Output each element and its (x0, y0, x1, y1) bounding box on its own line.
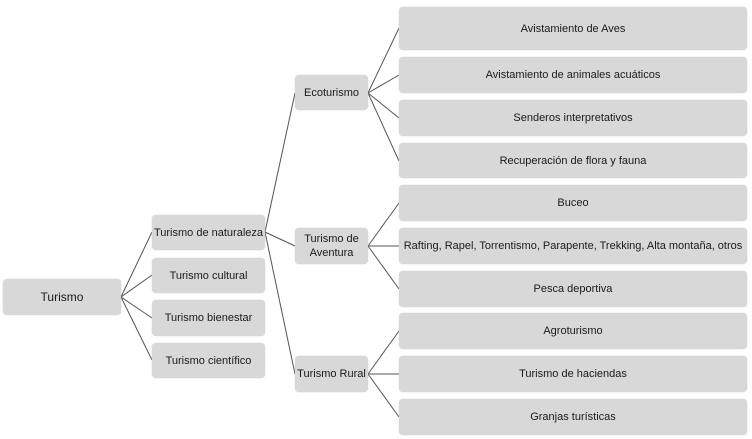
node-rafting: Rafting, Rapel, Torrentismo, Parapente, … (399, 228, 747, 264)
node-turismo-bienestar: Turismo bienestar (152, 300, 265, 336)
connector-line (264, 92, 296, 233)
node-turismo-cultural: Turismo cultural (152, 258, 265, 293)
connector-line (367, 202, 400, 247)
node-turismo-rural: Turismo Rural (295, 356, 368, 392)
node-turismo-cientifico: Turismo científico (152, 343, 265, 378)
node-turismo: Turismo (3, 279, 121, 315)
connector-line (120, 296, 153, 361)
connector-line (264, 231, 296, 247)
connector-line (367, 92, 400, 119)
connector-line (367, 27, 400, 94)
node-pesca: Pesca deportiva (399, 271, 747, 307)
connector-line (367, 373, 400, 418)
connector-line (264, 231, 296, 375)
connector-line (120, 231, 153, 298)
node-ecoturismo: Ecoturismo (295, 75, 368, 110)
connector-line (120, 296, 153, 319)
node-avistamiento-acuaticos: Avistamiento de animales acuáticos (399, 57, 747, 93)
node-agroturismo: Agroturismo (399, 313, 747, 349)
node-buceo: Buceo (399, 185, 747, 221)
connector-line (367, 74, 400, 94)
node-senderos: Senderos interpretativos (399, 100, 747, 136)
connector-line (367, 245, 400, 290)
node-recuperacion: Recuperación de flora y fauna (399, 143, 747, 178)
node-haciendas: Turismo de haciendas (399, 356, 747, 392)
connector-line (367, 92, 400, 162)
node-turismo-aventura: Turismo de Aventura (295, 228, 368, 264)
node-granjas: Granjas turísticas (399, 399, 747, 435)
connector-line (120, 274, 153, 298)
connector-line (367, 330, 400, 375)
node-avistamiento-aves: Avistamiento de Aves (399, 7, 747, 50)
node-turismo-naturaleza: Turismo de naturaleza (152, 215, 265, 250)
